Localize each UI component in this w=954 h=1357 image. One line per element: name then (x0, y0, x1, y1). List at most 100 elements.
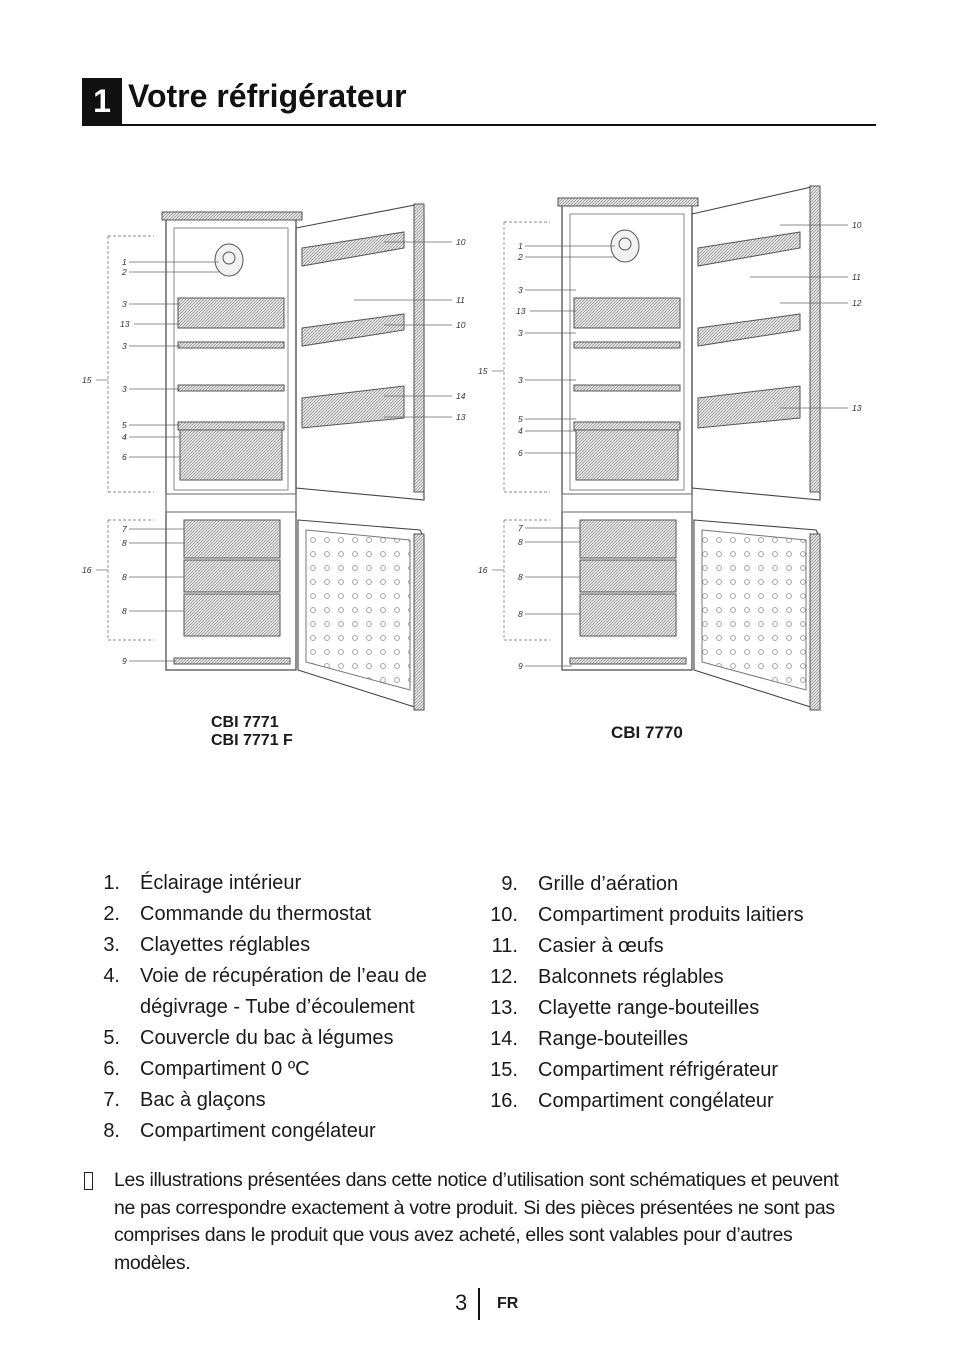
callout-label: 3 (122, 299, 127, 309)
callout-label: 5 (122, 420, 127, 430)
freezer-drawer (183, 559, 281, 593)
legend-item: 15.Compartiment réfrigérateur (480, 1055, 860, 1086)
legend-text: Éclairage intérieur (140, 872, 302, 894)
door-balcony (697, 313, 801, 347)
callout-label: 4 (122, 432, 127, 442)
legend-number: 10. (490, 904, 518, 926)
egg-rack (177, 297, 285, 329)
legend-item: 2. Commande du thermostat (82, 899, 472, 930)
callout-label: 7 (122, 524, 127, 534)
language-code: FR (497, 1295, 519, 1312)
legend-list-right: 9. Grille d’aération 10. Compartiment prod… (480, 869, 860, 1117)
callout-label: 3 (518, 328, 523, 338)
callout-label: 1 (122, 257, 127, 267)
legend-text: Clayette range-bouteilles (538, 997, 760, 1019)
legend-number: 5. (103, 1027, 120, 1049)
callout-label: 13 (516, 306, 526, 316)
door-balcony (697, 231, 801, 267)
freezer-door-liner (701, 529, 807, 691)
legend-item: 14.Range-bouteilles (480, 1024, 860, 1055)
divider-panel (165, 493, 297, 513)
callout-label: 5 (518, 414, 523, 424)
legend-item: 6.Compartiment 0 ºC (82, 1054, 472, 1085)
legend-number: 1. (103, 872, 120, 894)
crisper-drawer (179, 429, 283, 481)
bottle-rack (697, 385, 801, 429)
callout-label: 13 (852, 403, 862, 413)
cabinet-top (161, 211, 303, 221)
legend-number: 15. (490, 1059, 518, 1081)
ventilation-grille (569, 657, 687, 665)
callout-label: 11 (852, 272, 861, 282)
door-edge (413, 533, 425, 711)
fridge-interior (569, 213, 685, 491)
callout-label: 15 (82, 375, 92, 385)
thermostat-knob (222, 251, 236, 265)
legend-number: 4. (103, 965, 120, 987)
callout-label: 16 (478, 565, 488, 575)
legend-text: Grille d’aération (538, 873, 679, 895)
legend-number: 8. (103, 1120, 120, 1142)
crisper-drawer (575, 429, 679, 481)
callout-label: 8 (122, 538, 127, 548)
legend-number: 14. (490, 1028, 518, 1050)
legend-text: Couvercle du bac à légumes (140, 1027, 394, 1049)
legend-item: 10. Compartiment produits laitiers (480, 900, 860, 931)
legend-item: 1. Éclairage intérieur (82, 868, 472, 899)
callout-label: 7 (518, 523, 523, 533)
legend-number: 16. (490, 1090, 518, 1112)
legend-text: Voie de récupération de l’eau de dégivra… (140, 965, 427, 1018)
legend-text: Compartiment produits laitiers (538, 904, 804, 926)
shelf (177, 341, 285, 349)
legend-item: 16.Compartiment congélateur (480, 1086, 860, 1117)
legend-item: 8.Compartiment congélateur (82, 1116, 472, 1147)
legend-number: 11. (491, 935, 518, 957)
callout-label: 16 (82, 565, 92, 575)
callout-label: 2 (517, 252, 523, 262)
shelf (573, 384, 681, 392)
freezer-drawer (579, 519, 677, 559)
callout-label: 15 (478, 366, 488, 376)
note-block: Les illustrations présentées dans cette … (84, 1167, 854, 1277)
callout-label: 11 (456, 295, 465, 305)
shelf (177, 384, 285, 392)
model-label-right: CBI 7770 (611, 723, 683, 742)
legend-number: 9. (501, 873, 518, 895)
model-label-left: CBI 7771 CBI 7771 F (211, 714, 293, 750)
crisper-cover (177, 421, 285, 431)
callout-label: 2 (121, 267, 127, 277)
crisper-cover (573, 421, 681, 431)
legend-number: 2. (103, 903, 120, 925)
legend-number: 13. (490, 997, 518, 1019)
model-cbi-7771-f: CBI 7771 F (211, 732, 293, 749)
callout-label: 10 (852, 220, 862, 230)
model-cbi-7771: CBI 7771 (211, 714, 279, 731)
legend-text: Commande du thermostat (140, 903, 372, 925)
legend-number: 3. (103, 934, 120, 956)
light-thermostat-unit (610, 229, 640, 263)
callout-label: 8 (122, 572, 127, 582)
legend-item: 7.Bac à glaçons (82, 1085, 472, 1116)
shelf (573, 341, 681, 349)
legend-list-left: 1. Éclairage intérieur 2. Commande du ther… (82, 868, 472, 1147)
section-title: Votre réfrigérateur (128, 78, 407, 114)
legend-text: Balconnets réglables (538, 966, 724, 988)
freezer-drawer (183, 593, 281, 637)
legend-item: 12. Balconnets réglables (480, 962, 860, 993)
section-number: 1 (82, 78, 122, 124)
legend-text: Casier à œufs (538, 935, 664, 957)
callout-label: 8 (518, 572, 523, 582)
callout-label: 13 (456, 412, 466, 422)
callout-label: 9 (518, 661, 523, 671)
section-header: 1 Votre réfrigérateur (82, 78, 876, 126)
legend-item: 11. Casier à œufs (480, 931, 860, 962)
callout-label: 3 (122, 341, 127, 351)
callout-label: 6 (518, 448, 523, 458)
legend-item: 9. Grille d’aération (480, 869, 860, 900)
callout-label: 8 (122, 606, 127, 616)
legend-item: 3.Clayettes réglables (82, 930, 472, 961)
legend-number: 12. (490, 966, 518, 988)
cabinet-top (557, 197, 699, 207)
